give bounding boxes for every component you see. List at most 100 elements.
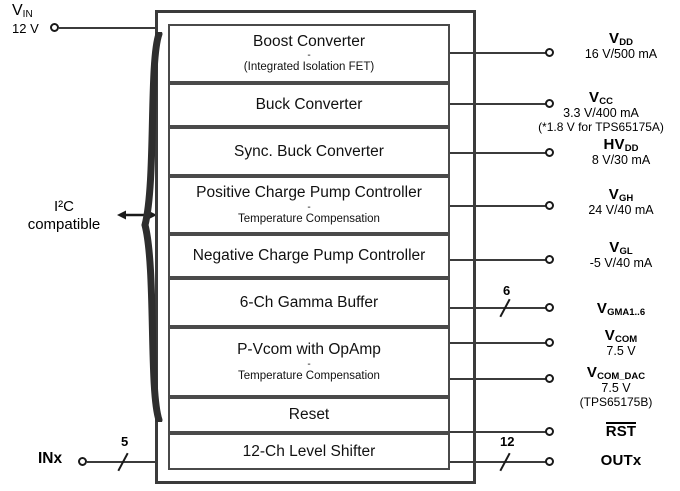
vgh-terminal[interactable] (545, 201, 554, 210)
vgma-wire (450, 307, 552, 309)
block-sync-buck-converter[interactable]: Sync. Buck Converter (168, 127, 450, 176)
pin-name: OUTx (600, 452, 642, 469)
inx-wire (87, 461, 156, 463)
pin-subscript: GMA1..6 (607, 307, 646, 318)
chip-outline (155, 10, 476, 484)
vcom-dac-wire (450, 378, 552, 380)
pin-label-vgh: VGH 24 V/40 mA (562, 186, 680, 218)
vdd-wire (450, 52, 552, 54)
pin-name: VCC (589, 89, 613, 107)
i2c-line2: compatible (27, 216, 101, 233)
pin-note: (*1.8 V for TPS65175A) (538, 119, 664, 134)
block-column: Boost Converter - (Integrated Isolation … (168, 24, 450, 470)
block-positive-charge-pump-controller[interactable]: Positive Charge Pump Controller - Temper… (168, 176, 450, 234)
block-negative-charge-pump-controller[interactable]: Negative Charge Pump Controller (168, 234, 450, 278)
i2c-label: I²C compatible (16, 198, 112, 234)
vcc-terminal[interactable] (545, 99, 554, 108)
hvdd-terminal[interactable] (545, 148, 554, 157)
pin-subscript: COM (615, 334, 638, 345)
rst-terminal[interactable] (545, 427, 554, 436)
block-title: P-Vcom with OpAmp (237, 341, 381, 359)
pin-name: VGH (608, 186, 634, 204)
vdd-terminal[interactable] (545, 48, 554, 57)
block-gamma-buffer[interactable]: 6-Ch Gamma Buffer (168, 278, 450, 327)
outx-bus-width: 12 (500, 434, 515, 449)
pin-subscript: GH (618, 193, 634, 204)
block-title: Positive Charge Pump Controller (196, 184, 422, 202)
block-title: Sync. Buck Converter (234, 142, 384, 160)
pin-name: VCOM (604, 327, 638, 345)
pin-label-hvdd: HVDD 8 V/30 mA (562, 136, 680, 168)
block-buck-converter[interactable]: Buck Converter (168, 83, 450, 127)
pin-value: 8 V/30 mA (591, 153, 651, 168)
block-title: Negative Charge Pump Controller (192, 247, 426, 265)
pin-label-vcom-dac: VCOM_DAC 7.5 V (TPS65175B) (552, 364, 680, 410)
vcc-wire (450, 103, 552, 105)
block-title: Reset (288, 406, 330, 424)
internal-bus-brace-icon (141, 32, 163, 422)
pin-label-vgma: VGMA1..6 (562, 300, 680, 318)
pin-note: (TPS65175B) (579, 394, 653, 409)
inx-label: INx (38, 450, 63, 467)
pin-subscript: COM_DAC (597, 371, 646, 382)
pin-value: -5 V/40 mA (589, 256, 653, 271)
block-level-shifter[interactable]: 12-Ch Level Shifter (168, 433, 450, 470)
pin-label-vdd: VDD 16 V/500 mA (562, 30, 680, 62)
pin-name: VGMA1..6 (596, 300, 646, 318)
block-title: Buck Converter (255, 96, 363, 114)
outx-wire (450, 461, 552, 463)
block-dash: - (307, 358, 311, 370)
vgl-wire (450, 259, 552, 261)
block-subtitle: (Integrated Isolation FET) (243, 61, 375, 74)
block-reset[interactable]: Reset (168, 397, 450, 433)
vcom-terminal[interactable] (545, 338, 554, 347)
pin-subscript: DD (624, 143, 639, 154)
pin-value: 7.5 V (601, 381, 631, 396)
vgma-bus-width: 6 (503, 283, 511, 298)
vgl-terminal[interactable] (545, 255, 554, 264)
vcom-dac-terminal[interactable] (545, 374, 554, 383)
pin-label-vgl: VGL -5 V/40 mA (562, 239, 680, 271)
block-boost-converter[interactable]: Boost Converter - (Integrated Isolation … (168, 24, 450, 83)
rst-wire (450, 431, 552, 433)
rst-overbar-text: RST (605, 422, 637, 440)
pin-name: VCOM_DAC (586, 364, 646, 382)
block-subtitle: Temperature Compensation (238, 212, 380, 225)
pin-subscript: CC (599, 96, 613, 107)
vin-value: 12 V (12, 20, 39, 36)
inx-bus-width: 5 (121, 434, 129, 449)
pin-value: 16 V/500 mA (584, 47, 658, 62)
vin-label: VIN 12 V (12, 2, 39, 36)
hvdd-wire (450, 152, 552, 154)
vgma-terminal[interactable] (545, 303, 554, 312)
vin-subscript: IN (22, 9, 33, 20)
pin-value: 7.5 V (606, 344, 636, 359)
pin-label-vcom: VCOM 7.5 V (562, 327, 680, 359)
block-title: 12-Ch Level Shifter (242, 442, 376, 460)
pin-label-rst: RST (562, 422, 680, 440)
pin-subscript: DD (619, 37, 633, 48)
pin-label-outx: OUTx (562, 452, 680, 469)
pin-label-vcc: VCC 3.3 V/400 mA (*1.8 V for TPS65175A) (522, 89, 680, 135)
vin-terminal[interactable] (50, 23, 59, 32)
block-title: 6-Ch Gamma Buffer (239, 293, 379, 311)
block-title: Boost Converter (253, 32, 365, 50)
vin-name: VIN (12, 2, 33, 20)
inx-terminal[interactable] (78, 457, 87, 466)
pin-name: VDD (609, 30, 633, 48)
pin-value: 24 V/40 mA (588, 203, 654, 218)
pin-name: RST (562, 422, 680, 440)
vin-wire (59, 27, 156, 29)
pin-subscript: GL (619, 246, 633, 257)
block-pvcom-opamp[interactable]: P-Vcom with OpAmp - Temperature Compensa… (168, 327, 450, 397)
block-subtitle: Temperature Compensation (238, 369, 380, 382)
outx-terminal[interactable] (545, 457, 554, 466)
i2c-line1: I²C (54, 198, 74, 215)
vgh-wire (450, 205, 552, 207)
block-dash: - (307, 201, 311, 213)
pin-value: 3.3 V/400 mA (563, 106, 639, 121)
pin-name: VGL (609, 239, 633, 257)
vcom-wire (450, 342, 552, 344)
block-dash: - (307, 50, 311, 62)
